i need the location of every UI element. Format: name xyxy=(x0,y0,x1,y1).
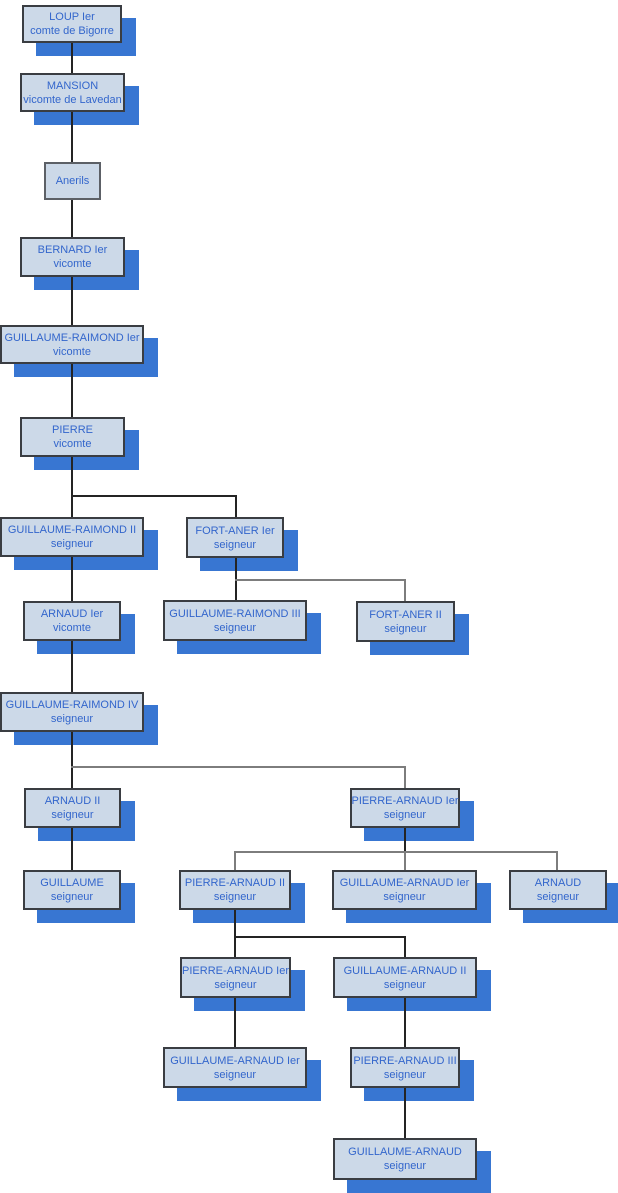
node-name: GUILLAUME-ARNAUD Ier xyxy=(170,1054,300,1067)
node-name: ARNAUD xyxy=(534,877,582,889)
tree-node-guillaume[interactable]: GUILLAUME seigneur xyxy=(23,870,121,910)
connector-line xyxy=(404,851,406,870)
node-name: Anerils xyxy=(55,175,90,187)
node-title: vicomte xyxy=(53,622,91,634)
connector-line xyxy=(234,910,236,938)
node-title: seigneur xyxy=(383,1160,427,1172)
node-title: seigneur xyxy=(384,622,427,635)
node-title: seigneur xyxy=(213,538,257,551)
node-name: GUILLAUME-RAIMOND Ier xyxy=(4,331,140,344)
node-title: vicomte xyxy=(53,345,91,358)
node-title: seigneur xyxy=(51,809,94,821)
node-name: GUILLAUME-RAIMOND IV xyxy=(5,699,139,711)
node-title: seigneur xyxy=(383,809,427,821)
connector-line xyxy=(71,641,73,692)
connector-line xyxy=(71,457,73,517)
connector-line xyxy=(71,732,73,788)
node-name: GUILLAUME-ARNAUD Ier xyxy=(339,877,470,889)
connector-line xyxy=(234,936,406,938)
node-name: GUILLAUME-ARNAUD xyxy=(348,1146,462,1158)
tree-node-arnaud1[interactable]: ARNAUD Ier vicomte xyxy=(23,601,121,641)
tree-node-bernard1[interactable]: BERNARD Ier vicomte xyxy=(20,237,125,277)
node-name: FORT-ANER II xyxy=(369,608,442,621)
node-name: PIERRE-ARNAUD Ier xyxy=(182,964,289,977)
tree-node-ga1[interactable]: GUILLAUME-ARNAUD Ier seigneur xyxy=(332,870,477,910)
node-title: seigneur xyxy=(50,713,94,725)
node-title: seigneur xyxy=(213,621,257,634)
node-name: GUILLAUME-ARNAUD II xyxy=(343,964,467,977)
node-name: LOUP Ier xyxy=(49,11,95,23)
node-name: PIERRE-ARNAUD Ier xyxy=(351,795,459,807)
tree-node-ga[interactable]: GUILLAUME-ARNAUD seigneur xyxy=(333,1138,477,1180)
connector-line xyxy=(234,851,236,870)
node-title: seigneur xyxy=(50,538,94,550)
node-title: seigneur xyxy=(214,978,257,991)
connector-line xyxy=(71,200,73,237)
node-name: ARNAUD Ier xyxy=(40,608,104,620)
node-title: seigneur xyxy=(536,891,580,903)
node-title: seigneur xyxy=(50,891,94,903)
tree-node-loup1[interactable]: LOUP Ier comte de Bigorre xyxy=(22,5,122,43)
node-name: FORT-ANER Ier xyxy=(195,524,275,537)
connector-line xyxy=(556,851,558,870)
connector-line xyxy=(404,936,406,957)
node-name: GUILLAUME-RAIMOND III xyxy=(169,607,301,620)
node-name: PIERRE-ARNAUD III xyxy=(353,1054,457,1067)
connector-line xyxy=(71,766,406,768)
node-name: PIERRE xyxy=(52,424,93,436)
node-name: BERNARD Ier xyxy=(37,244,108,256)
node-title: seigneur xyxy=(213,891,257,903)
connector-line xyxy=(404,998,406,1047)
connector-line xyxy=(71,112,73,162)
connector-line xyxy=(234,998,236,1047)
node-name: ARNAUD II xyxy=(44,795,101,807)
tree-node-pierre[interactable]: PIERRE vicomte xyxy=(20,417,125,457)
node-title: vicomte de Lavedan xyxy=(23,93,122,106)
connector-line xyxy=(234,851,558,853)
node-name: GUILLAUME xyxy=(40,877,104,889)
tree-node-anerils[interactable]: Anerils xyxy=(44,162,101,200)
connector-line xyxy=(404,828,406,854)
connector-line xyxy=(404,579,406,601)
tree-node-gr4[interactable]: GUILLAUME-RAIMOND IV seigneur xyxy=(0,692,144,732)
node-title: vicomte xyxy=(53,258,92,270)
connector-line xyxy=(235,495,237,517)
node-name: GUILLAUME-RAIMOND II xyxy=(7,524,137,536)
node-name: MANSION xyxy=(46,79,99,92)
connector-line xyxy=(71,364,73,417)
node-title: seigneur xyxy=(383,978,427,991)
connector-line xyxy=(71,277,73,325)
node-title: seigneur xyxy=(213,1068,257,1081)
node-title: vicomte xyxy=(53,438,92,450)
tree-node-arnaud2[interactable]: ARNAUD II seigneur xyxy=(24,788,121,828)
connector-line xyxy=(404,766,406,788)
tree-node-pa1[interactable]: PIERRE-ARNAUD Ier seigneur xyxy=(350,788,460,828)
tree-node-arnaud[interactable]: ARNAUD seigneur xyxy=(509,870,607,910)
connector-line xyxy=(234,936,236,957)
connector-line xyxy=(71,43,73,73)
node-title: seigneur xyxy=(383,1068,427,1081)
tree-node-pa2[interactable]: PIERRE-ARNAUD II seigneur xyxy=(179,870,291,910)
tree-node-gr2[interactable]: GUILLAUME-RAIMOND II seigneur xyxy=(0,517,144,557)
node-name: PIERRE-ARNAUD II xyxy=(184,877,286,889)
node-title: comte de Bigorre xyxy=(30,25,114,37)
connector-line xyxy=(71,828,73,870)
connector-line xyxy=(71,495,237,497)
connector-line xyxy=(235,579,406,581)
node-title: seigneur xyxy=(383,891,426,903)
connector-line xyxy=(71,557,73,601)
connector-line xyxy=(404,1088,406,1138)
